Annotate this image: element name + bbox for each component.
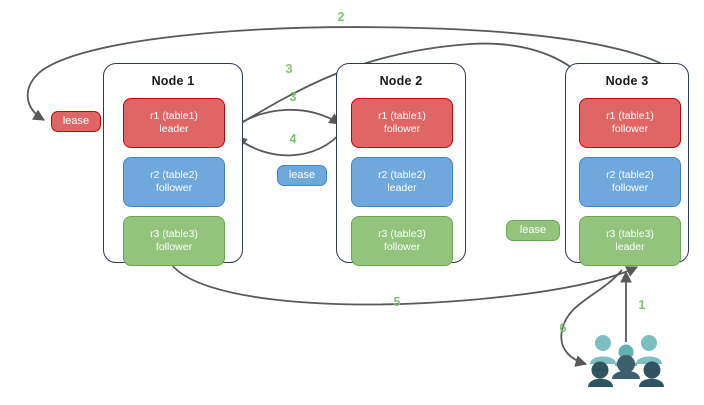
replica-n1-r1[interactable]: r1 (table1) leader	[123, 98, 225, 148]
replica-n3-r2[interactable]: r2 (table2) follower	[579, 157, 681, 207]
replica-n1-r3[interactable]: r3 (table3) follower	[123, 216, 225, 266]
lease-badge-red[interactable]: lease	[51, 111, 101, 132]
step-label-5: 5	[393, 295, 401, 309]
node-title-1: Node 1	[151, 74, 195, 88]
replica-n1-r2[interactable]: r2 (table2) follower	[123, 157, 225, 207]
replica-n2-r1[interactable]: r1 (table1) follower	[351, 98, 453, 148]
edge-step-4	[235, 129, 344, 157]
replica-n1-r2-role: follower	[155, 182, 193, 194]
node-box-2[interactable]: Node 2 r1 (table1) follower r2 (table2) …	[336, 63, 466, 266]
replica-n2-r3-name: r3 (table3)	[378, 228, 426, 240]
replica-n3-r3-role: leader	[615, 241, 645, 253]
node-title-2: Node 2	[379, 74, 423, 88]
replica-n2-r1-role: follower	[383, 123, 421, 135]
replica-n2-r3-role: follower	[383, 241, 421, 253]
edge-step-5	[171, 264, 639, 306]
replica-n3-r2-name: r2 (table2)	[606, 169, 654, 181]
replica-n3-r1-name: r1 (table1)	[606, 110, 654, 122]
edge-step-3-lower	[232, 108, 341, 129]
replica-n3-r2-role: follower	[611, 182, 649, 194]
replica-n2-r2[interactable]: r2 (table2) leader	[351, 157, 453, 207]
lease-badge-green[interactable]: lease	[506, 220, 560, 241]
edge-step-6	[560, 269, 623, 367]
node-title-3: Node 3	[605, 74, 649, 88]
edge-step-2	[26, 26, 689, 121]
step-label-6: 6	[559, 321, 567, 335]
replica-n3-r3[interactable]: r3 (table3) leader	[579, 216, 681, 266]
replica-n2-r2-role: leader	[387, 182, 417, 194]
step-label-1: 1	[638, 298, 646, 312]
replica-n1-r3-name: r3 (table3)	[150, 228, 198, 240]
lease-badge-blue[interactable]: lease	[277, 165, 327, 186]
replica-n3-r1-role: follower	[611, 123, 649, 135]
step-label-3-upper: 3	[285, 62, 293, 76]
replica-n2-r3[interactable]: r3 (table3) follower	[351, 216, 453, 266]
step-label-4: 4	[289, 132, 297, 146]
replica-n1-r3-role: follower	[155, 241, 193, 253]
replica-n3-r3-name: r3 (table3)	[606, 228, 654, 240]
replica-n1-r2-name: r2 (table2)	[150, 169, 198, 181]
replica-n2-r2-name: r2 (table2)	[378, 169, 426, 181]
step-label-3-lower: 3	[289, 90, 297, 104]
replica-n3-r1[interactable]: r1 (table1) follower	[579, 98, 681, 148]
replica-n2-r1-name: r1 (table1)	[378, 110, 426, 122]
replica-n1-r1-role: leader	[159, 123, 189, 135]
users-icon	[588, 335, 664, 387]
step-label-2: 2	[337, 10, 345, 24]
node-box-3[interactable]: Node 3 r1 (table1) follower r2 (table2) …	[565, 63, 689, 266]
replica-n1-r1-name: r1 (table1)	[150, 110, 198, 122]
node-box-1[interactable]: Node 1 r1 (table1) leader r2 (table2) fo…	[103, 63, 243, 266]
